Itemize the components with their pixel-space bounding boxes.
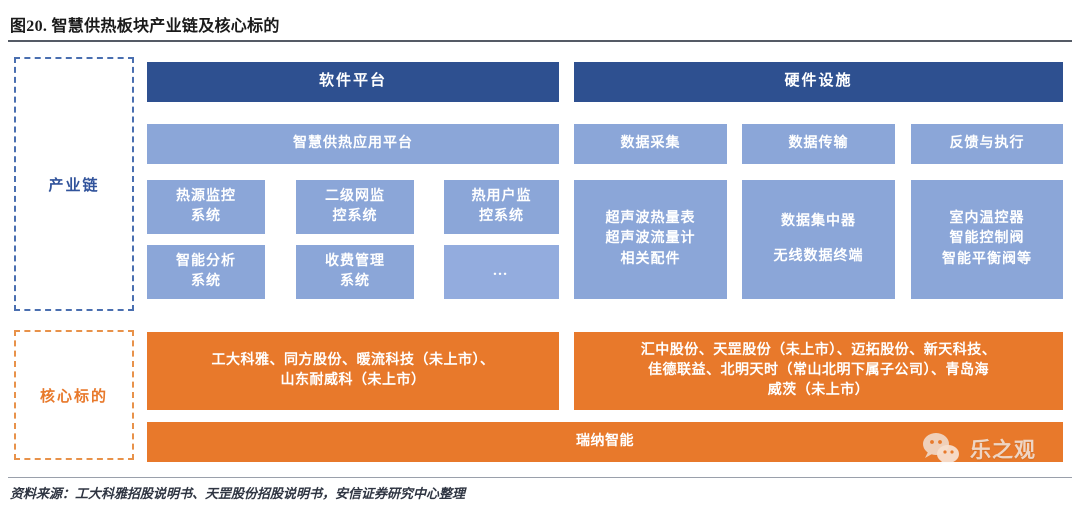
module-label-line2: 系统 (340, 274, 370, 289)
title-divider (8, 40, 1072, 42)
rail-core-targets: 核心标的 (14, 330, 134, 460)
core-target-line2: 佳德联益、北明天时（常山北明下属子公司）、青岛海 (648, 362, 989, 378)
hardware-detail-line3: 相关配件 (620, 251, 681, 267)
software-application-platform: 智慧供热应用平台 (147, 124, 559, 164)
hardware-detail-data-transmission: 数据集中器 无线数据终端 (742, 180, 895, 299)
hardware-detail-line3: 智能平衡阀等 (942, 251, 1032, 267)
software-application-platform-label: 智慧供热应用平台 (293, 135, 413, 151)
software-module-heat-user-monitoring: 热用户监 控系统 (444, 180, 559, 234)
hardware-category-data-transmission: 数据传输 (742, 124, 895, 164)
software-module-secondary-network-monitoring: 二级网监 控系统 (296, 180, 414, 234)
module-label-line2: 控系统 (332, 209, 378, 224)
software-platform-header-label: 软件平台 (318, 73, 387, 90)
core-target-line1: 工大科雅、同方股份、暖流科技（未上市）、 (211, 352, 495, 368)
hardware-facilities-header-label: 硬件设施 (784, 73, 853, 90)
module-label-line2: 系统 (191, 274, 221, 289)
module-label-line1: 热源监控 (176, 188, 236, 204)
hardware-category-label: 反馈与执行 (949, 135, 1025, 151)
hardware-detail-line2: 智能控制阀 (949, 231, 1025, 247)
hardware-detail-line1: 数据集中器 (781, 214, 856, 230)
core-target-line1: 汇中股份、天罡股份（未上市）、迈拓股份、新天科技、 (640, 342, 997, 358)
module-label-line2: 控系统 (479, 209, 524, 224)
software-module-heat-source-monitoring: 热源监控 系统 (147, 180, 265, 234)
hardware-category-label: 数据传输 (788, 135, 849, 151)
hardware-category-data-collection: 数据采集 (574, 124, 727, 164)
hardware-facilities-header: 硬件设施 (574, 62, 1063, 102)
core-target-line2: 山东耐威科（未上市） (280, 373, 426, 388)
page-title: 图20. 智慧供热板块产业链及核心标的 (10, 18, 280, 35)
hardware-detail-feedback-execution: 室内温控器 智能控制阀 智能平衡阀等 (911, 180, 1063, 299)
core-target-label: 瑞纳智能 (576, 433, 634, 449)
core-target-full-width: 瑞纳智能 (147, 422, 1063, 462)
hardware-detail-data-collection: 超声波热量表 超声波流量计 相关配件 (574, 180, 727, 299)
source-divider (8, 477, 1072, 478)
hardware-detail-line1: 超声波热量表 (605, 211, 696, 227)
software-module-intelligent-analysis: 智能分析 系统 (147, 245, 265, 299)
hardware-category-feedback-execution: 反馈与执行 (911, 124, 1063, 164)
module-label-line1: 二级网监 (325, 188, 385, 204)
module-label-line1: 收费管理 (325, 253, 385, 269)
hardware-category-label: 数据采集 (620, 135, 681, 151)
hardware-detail-line3: 无线数据终端 (773, 248, 864, 264)
source-note: 资料来源：工大科雅招股说明书、天罡股份招股说明书，安信证券研究中心整理 (10, 486, 466, 501)
hardware-detail-line2: 超声波流量计 (605, 231, 696, 247)
module-label-line2: 系统 (191, 209, 221, 224)
ellipsis-icon: … (492, 263, 511, 280)
software-module-more-placeholder: … (444, 245, 559, 299)
core-targets-software: 工大科雅、同方股份、暖流科技（未上市）、 山东耐威科（未上市） (147, 332, 559, 410)
core-targets-hardware: 汇中股份、天罡股份（未上市）、迈拓股份、新天科技、 佳德联益、北明天时（常山北明… (574, 332, 1063, 410)
rail-industry-chain-label: 产业链 (48, 177, 100, 194)
software-platform-header: 软件平台 (147, 62, 559, 102)
core-target-line3: 威茨（未上市） (767, 383, 870, 399)
software-module-billing-management: 收费管理 系统 (296, 245, 414, 299)
rail-core-targets-label: 核心标的 (39, 388, 108, 405)
module-label-line1: 热用户监 (471, 188, 532, 204)
rail-industry-chain: 产业链 (14, 57, 134, 311)
hardware-detail-line1: 室内温控器 (949, 211, 1025, 227)
module-label-line1: 智能分析 (176, 253, 236, 269)
